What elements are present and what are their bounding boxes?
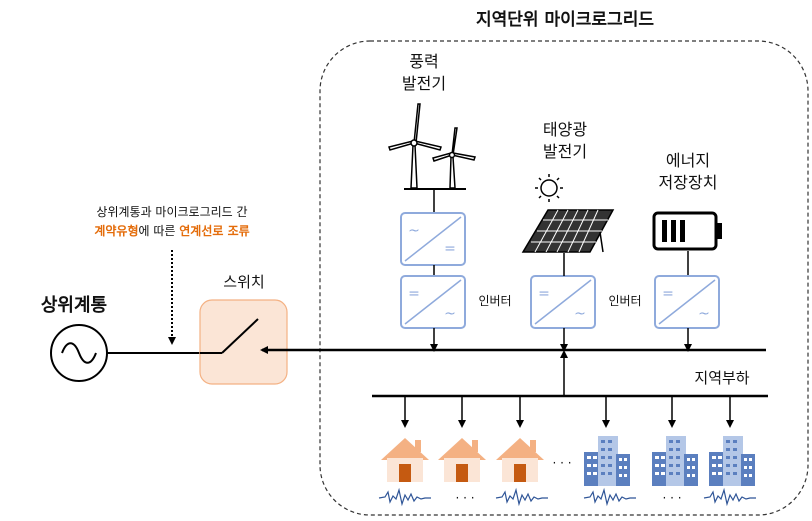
load-profile-wave [495,489,549,505]
solar-panel-icon [521,209,615,253]
svg-text:=: = [408,286,420,302]
load-profile-wave [378,489,432,505]
wind-label-2: 발전기 [402,74,446,93]
solar-inverter-label: 인버터 [608,294,641,308]
ellipsis-waves: · · · [662,491,681,505]
wind-inverter: = ~ [400,275,466,329]
storage-converter: = ~ [654,275,720,329]
svg-text:=: = [662,286,674,302]
grid-source-icon [50,324,108,382]
load-drops [401,396,734,428]
contract-note-line2: 계약유형에 따른 연계선로 조류 [94,223,249,238]
svg-text:~: ~ [698,306,710,322]
house-icon [438,438,486,482]
battery-icon [652,211,722,251]
svg-text:~: ~ [444,306,456,322]
solar-label-1: 태양광 [543,120,587,139]
svg-text:=: = [444,241,456,257]
svg-text:=: = [538,286,550,302]
load-label: 지역부하 [694,369,749,387]
house-icon [381,438,429,482]
solar-inverter: = ~ [530,275,596,329]
ellipsis-waves: · · · [455,491,474,505]
building-icon [652,436,698,486]
microgrid-boundary [319,40,809,516]
wind-turbine-icon [388,103,476,190]
sun-icon [535,174,563,202]
diagram-title: 지역단위 마이크로그리드 [476,10,654,30]
ellipsis-loads: · · · [552,456,571,470]
load-profile-wave [583,489,637,505]
storage-label-1: 에너지 [666,151,710,170]
switch-box [199,299,288,385]
switch-label: 스위치 [223,273,264,291]
house-icon [496,438,544,482]
wind-inverter-label: 인버터 [478,294,511,308]
grid-label: 상위계통 [41,295,107,316]
switch-icon [200,318,259,354]
wind-acdc-converter: ~ = [400,212,466,266]
storage-label-2: 저장장치 [659,173,718,192]
building-icon [709,436,755,486]
building-icon [584,436,630,486]
wind-label-1: 풍력 [409,52,438,71]
svg-text:~: ~ [408,223,420,239]
svg-text:~: ~ [574,306,586,322]
load-profile-wave [703,489,757,505]
solar-label-2: 발전기 [543,142,587,161]
contract-note-line1: 상위계통과 마이크로그리드 간 [96,205,247,219]
